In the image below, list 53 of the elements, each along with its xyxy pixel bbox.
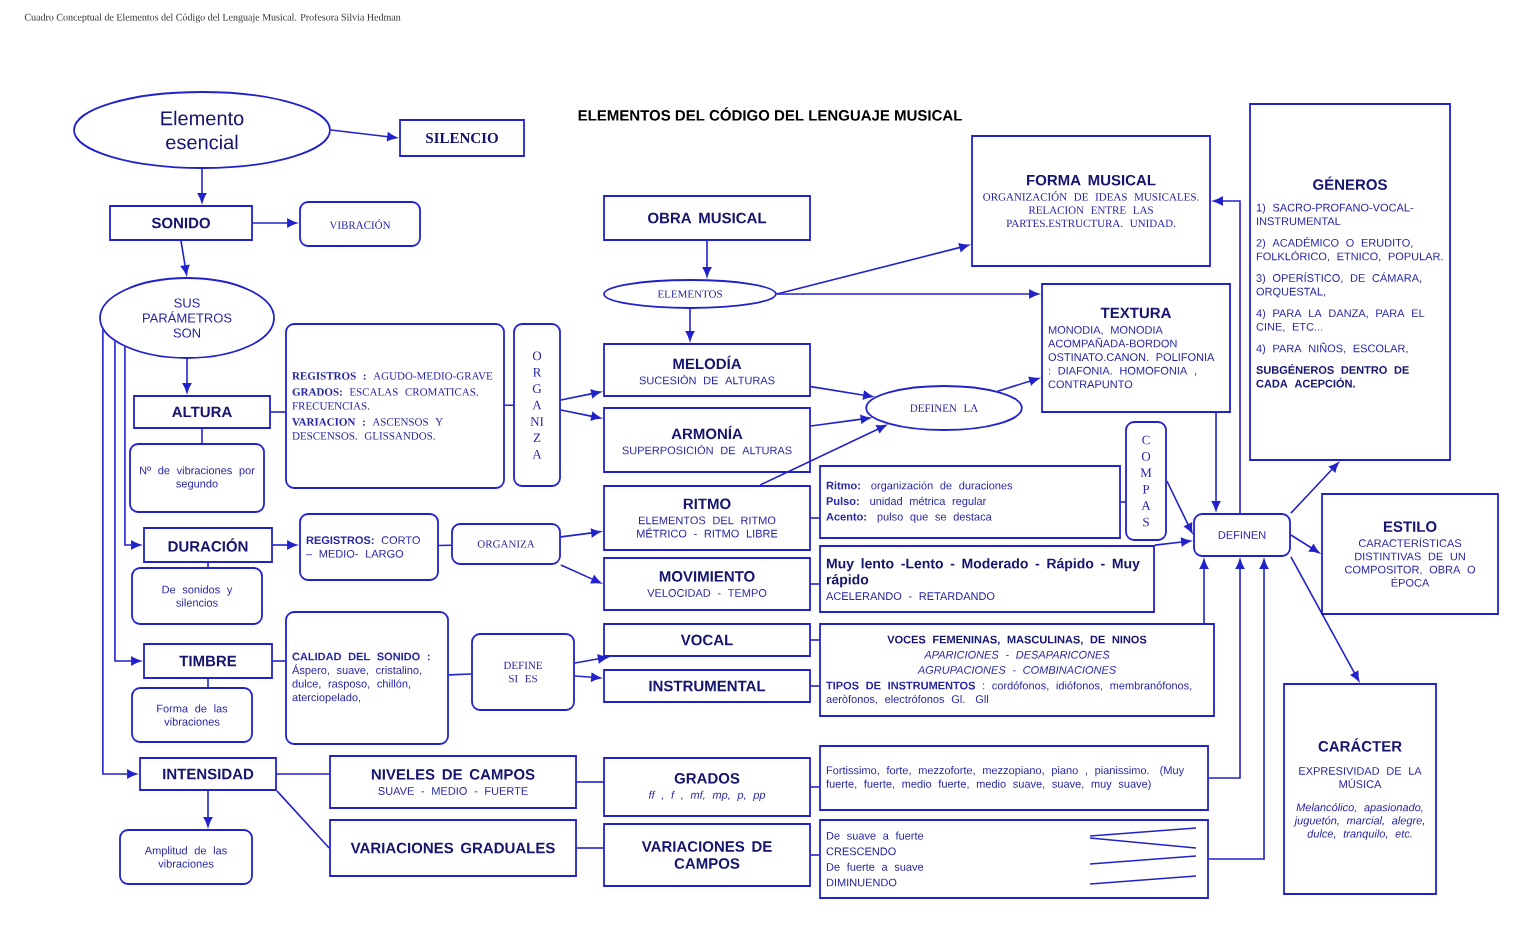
connector-line <box>1120 501 1126 503</box>
arrow <box>996 376 1040 393</box>
connector-line <box>270 411 286 413</box>
arrow <box>1208 559 1245 779</box>
arrow <box>252 218 297 228</box>
arrow <box>560 528 601 538</box>
arrow <box>203 790 213 827</box>
arrow <box>776 243 969 295</box>
arrow <box>272 540 297 550</box>
arrow <box>1290 534 1320 554</box>
connector-line <box>207 678 209 688</box>
connector-line <box>810 786 820 788</box>
arrow <box>197 168 207 203</box>
connector-line <box>448 673 472 676</box>
arrow <box>330 129 397 141</box>
arrow <box>182 358 192 393</box>
arrow <box>1211 412 1221 511</box>
arrow <box>810 414 871 427</box>
arrow <box>685 308 695 341</box>
connector-line <box>504 404 514 407</box>
arrow <box>124 346 141 550</box>
arrow <box>574 672 601 682</box>
connector-line <box>207 562 209 568</box>
connector-line <box>810 517 820 519</box>
connector-line <box>810 854 820 856</box>
arrow <box>102 329 137 779</box>
arrow <box>114 340 141 666</box>
connector-line <box>576 847 604 849</box>
arrow <box>1208 559 1269 860</box>
connector-line <box>438 544 452 547</box>
connector-line <box>276 773 330 775</box>
arrow <box>1290 556 1360 682</box>
arrow <box>759 424 887 486</box>
connector-line <box>810 639 820 641</box>
connector-line <box>576 781 604 783</box>
arrow <box>1166 480 1193 534</box>
arrow <box>1213 196 1241 514</box>
connector-line <box>272 660 286 662</box>
arrow <box>810 385 873 400</box>
arrow <box>180 240 190 275</box>
arrow <box>1199 559 1209 624</box>
arrow <box>702 240 712 277</box>
connector-line <box>276 790 330 849</box>
arrow <box>776 289 1039 299</box>
connector-line <box>201 428 203 444</box>
arrow <box>560 564 602 584</box>
arrow <box>1154 537 1191 547</box>
connector-line <box>810 583 820 585</box>
arrow <box>560 389 601 401</box>
connector-line <box>810 685 820 687</box>
arrow <box>560 409 601 421</box>
arrow <box>574 654 608 664</box>
arrow <box>1290 462 1339 514</box>
